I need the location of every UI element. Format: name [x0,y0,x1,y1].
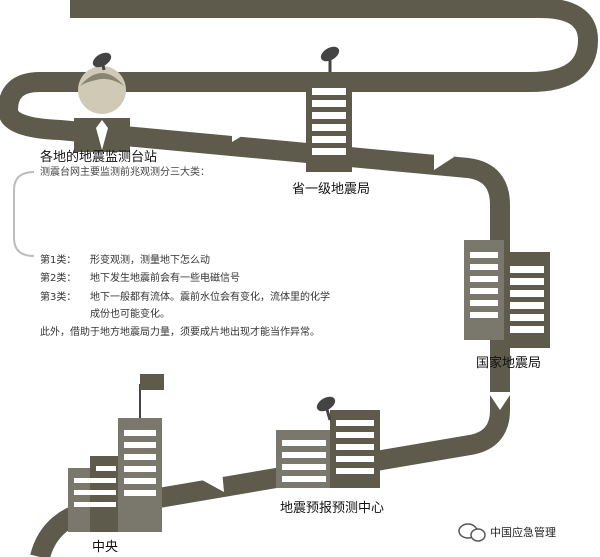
province-building-icon [306,46,352,172]
flow-label-unify: 统一数据 [200,104,240,115]
note-item-1-text: 形变观测，测量地下怎么动 [90,255,210,266]
arrow-organize [202,470,224,492]
note-item-2-label: 第2类： [40,273,77,284]
central-building-icon [68,384,162,532]
province-label: 省一级地震局 [292,182,371,197]
arrow-unify [232,118,252,142]
note-item-2-text: 地下发生地震前会有一些电磁信号 [90,273,240,284]
wechat-icon [458,523,486,542]
note-item-1-label: 第1类： [40,255,77,266]
arrow-confirm [434,144,454,170]
national-label: 国家地震局 [476,356,542,371]
local-station-label: 各地的地震监测台站 [40,150,158,165]
satellite-dish-icon [92,52,112,71]
watermark-label: 中国应急管理 [490,526,556,539]
flow-label-consult: 会商报送 [514,410,554,421]
flow-label-organize: 组织会商上报 [198,514,258,525]
note-extra: 此外，借助于地方地震局力量，须要成片地出现才能当作异常。 [40,327,320,338]
note-item-3-text2: 成份也可能变化。 [90,309,170,320]
note-item-3-text: 地下一般都有流体。震前水位会有变化，流体里的化学 [90,292,330,303]
note-item-3-label: 第3类： [40,292,77,303]
flow-label-confirm: 确定级别报送 [396,128,456,139]
flag-icon [140,374,164,390]
notes-bracket [13,171,35,257]
notes-intro: 测震台网主要监测前兆观测分三大类： [40,167,210,178]
central-label: 中央 [92,540,119,555]
arrow-consult [488,392,512,410]
person-icon [74,66,130,152]
forecast-center-label: 地震预报预测中心 [280,501,385,516]
forecast-building-icon [276,396,380,488]
national-building-icon [464,240,550,348]
